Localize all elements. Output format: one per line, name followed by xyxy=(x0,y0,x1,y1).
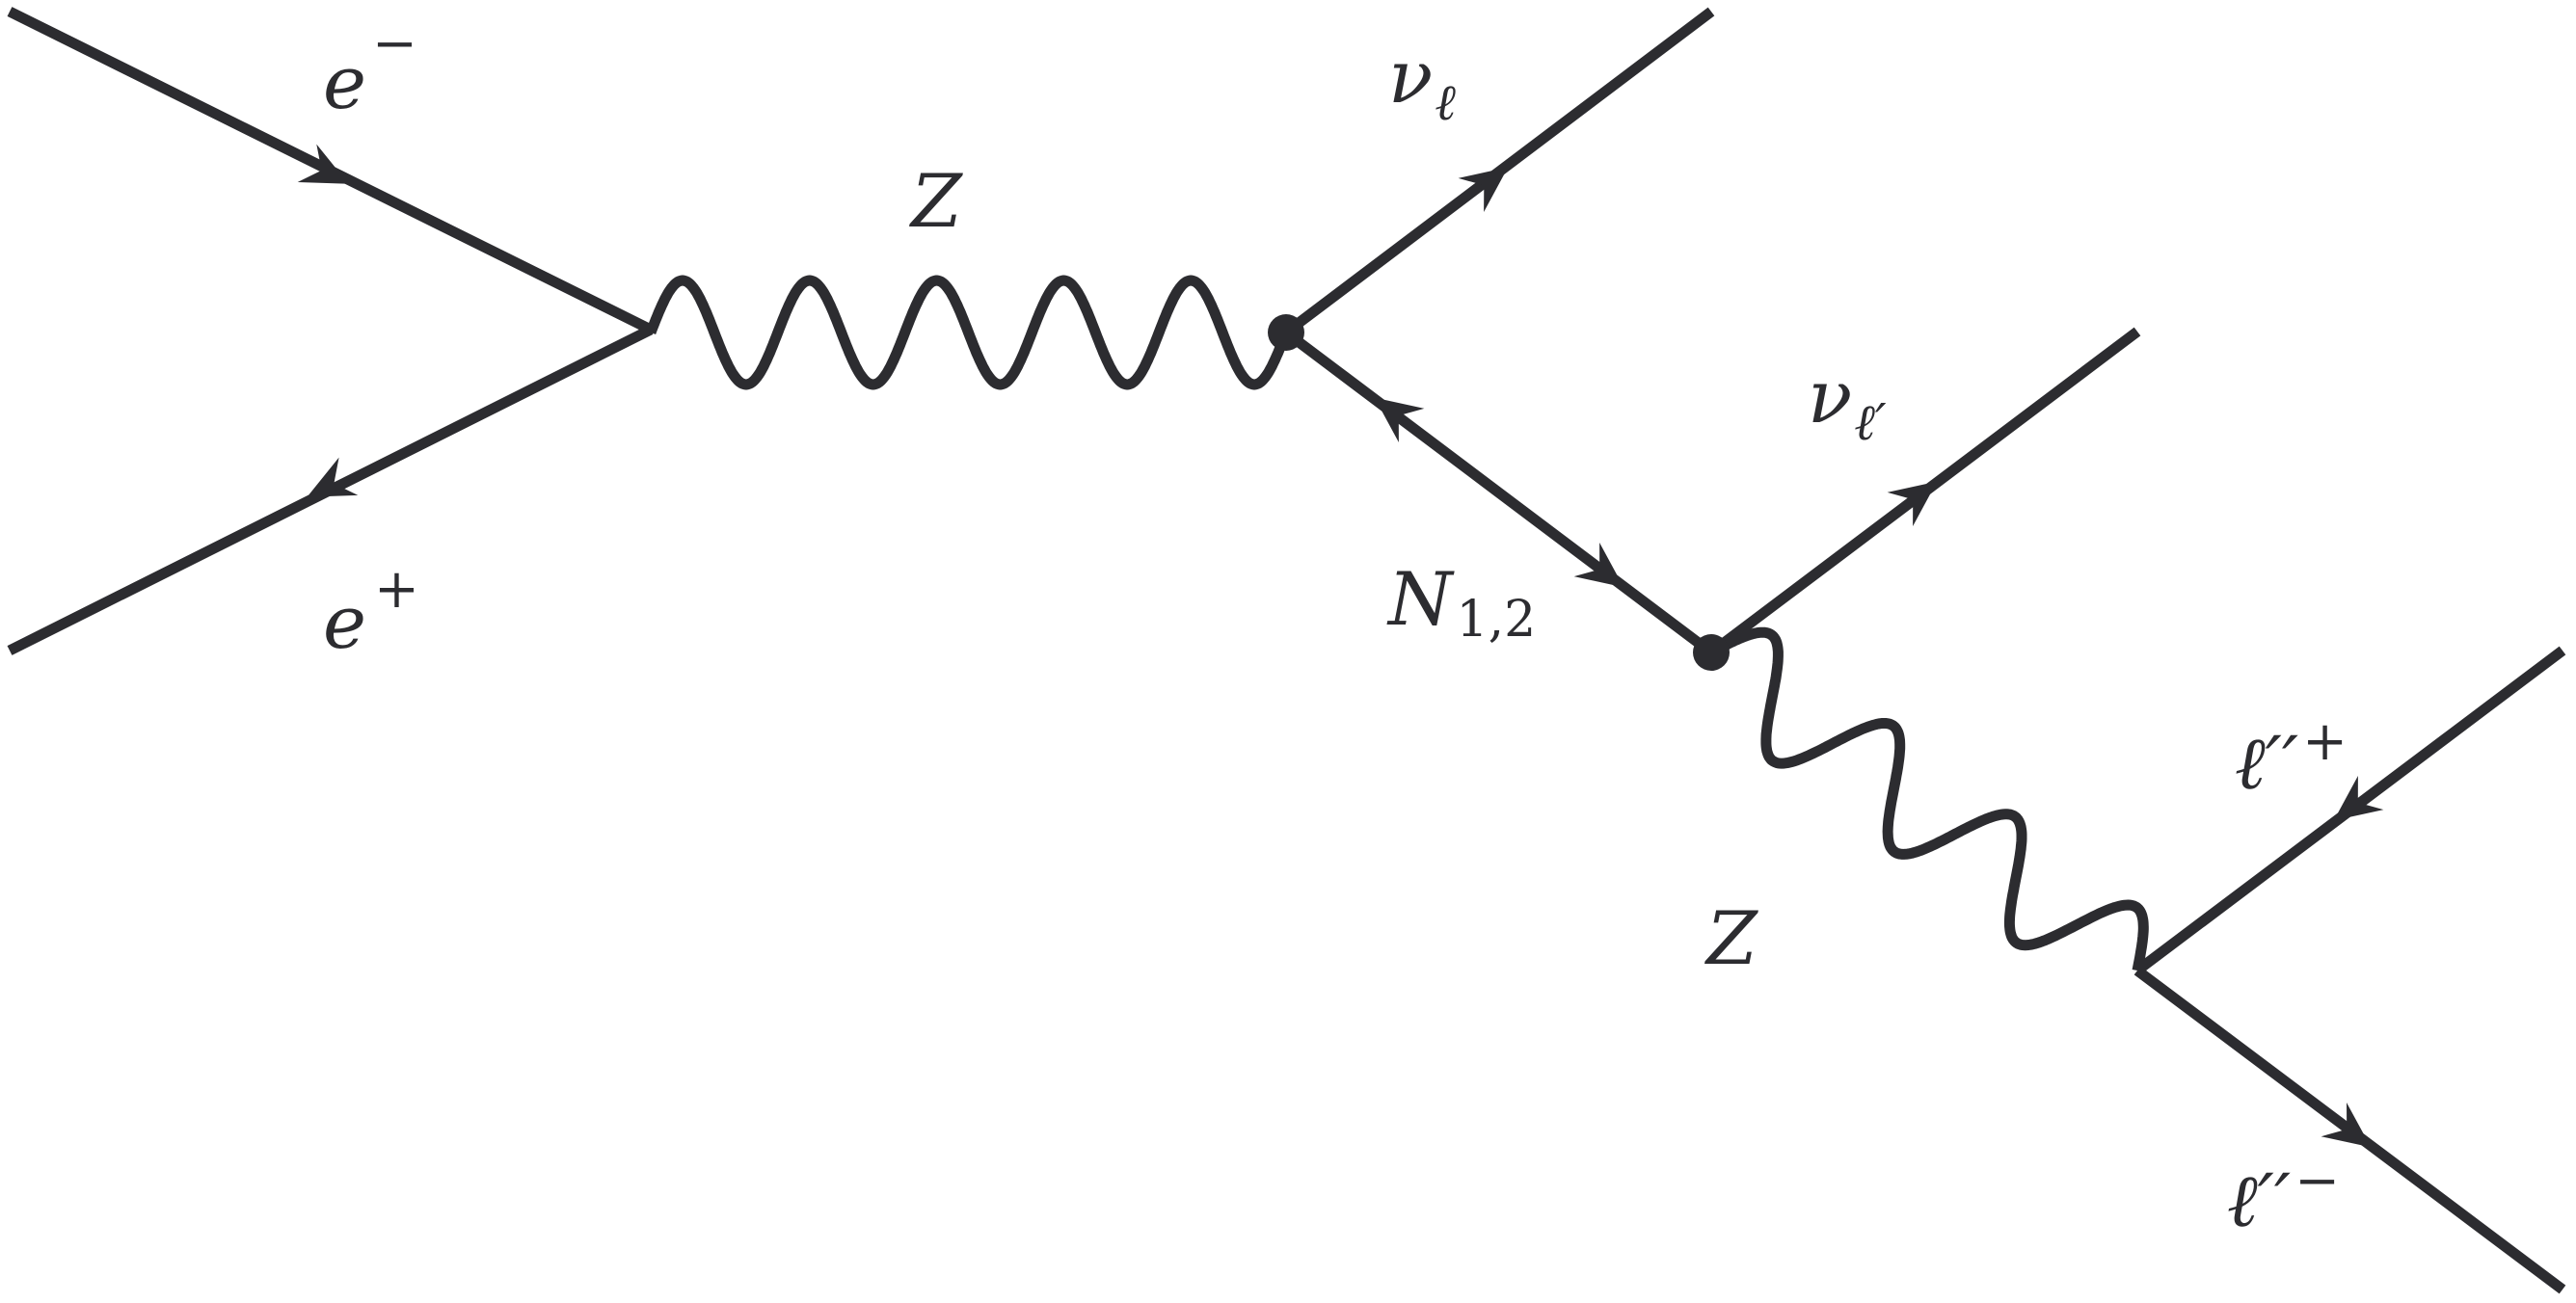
arrowhead xyxy=(1374,397,1425,442)
fermion-arrows xyxy=(297,144,2384,1148)
z-boson-bottom-wave xyxy=(1708,626,2149,973)
label-nu-l: νℓ xyxy=(1388,34,1456,132)
arrowhead xyxy=(1887,481,1938,526)
label-e-minus: e− xyxy=(323,13,417,125)
arrowhead xyxy=(307,457,359,497)
label-n12: N1,2 xyxy=(1386,556,1536,649)
label-z-bottom: Z xyxy=(1704,895,1758,981)
arrowhead xyxy=(2333,776,2384,821)
label-nu-lprime: νℓ′ xyxy=(1808,354,1887,452)
label-e-plus: e+ xyxy=(323,558,419,665)
arrowhead xyxy=(1573,543,1624,588)
z-boson-top-wave xyxy=(645,275,1292,390)
label-z-top: Z xyxy=(909,158,963,244)
heavy-neutral-lepton-line xyxy=(1282,328,1715,657)
arrowhead xyxy=(297,144,349,184)
arrowhead xyxy=(1458,167,1509,212)
vertex-bottom xyxy=(1693,634,1730,671)
label-lpp-minus: ℓ′′− xyxy=(2227,1150,2340,1243)
vertex-top xyxy=(1268,314,1304,351)
arrowhead xyxy=(2321,1103,2372,1148)
label-lpp-plus: ℓ′′+ xyxy=(2235,710,2348,806)
